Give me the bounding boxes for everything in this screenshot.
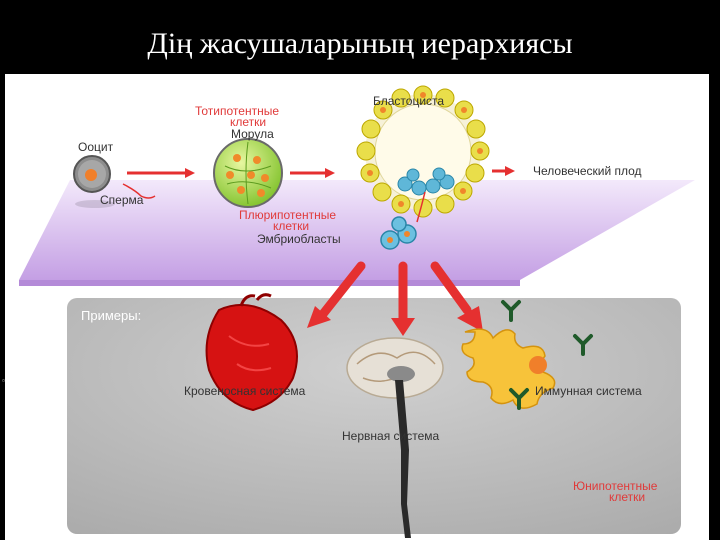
antibody-icon [501,300,593,410]
label-cardiovascular: Кровеносная система [184,384,306,398]
label-pluripotent-2: клетки [273,219,310,233]
blastocyst-icon [356,85,490,218]
embryoblast-icon [380,216,417,250]
label-oocyte: Ооцит [78,140,114,154]
label-morula: Морула [231,127,274,141]
label-human-fetus: Человеческий плод [533,164,642,178]
label-totipotent-1: Тотипотентные [195,104,279,118]
slide-title: Дің жасушаларының иерархиясы [147,27,573,60]
label-nervous: Нервная система [342,429,440,443]
development-platform [19,180,695,280]
brain-icon [346,337,444,399]
edge-marker: ▫ [2,376,5,385]
platform-edge [19,280,520,286]
diagram-graphics [19,85,695,538]
development-arrows [127,166,515,178]
label-unipotent-1: Юнипотентные [573,479,658,493]
heart-icon [205,293,298,412]
diagram-panel: Ооцит Сперма Тотипотентные клетки Морула… [5,74,709,540]
spinal-cord [395,380,411,538]
differentiation-arrows [307,261,483,336]
label-pluripotent-1: Плюрипотентные [239,208,336,222]
label-blastocyst: Бластоциста [373,94,445,108]
immune-cell-icon [461,328,556,409]
morula-icon [213,138,283,208]
sperm-icon [122,183,156,199]
label-unipotent-2: клетки [609,490,646,504]
oocyte-icon [73,155,115,208]
label-totipotent-2: клетки [230,115,267,129]
examples-panel [67,298,681,534]
label-sperm: Сперма [100,193,144,207]
pluripotent-pointer [416,191,426,223]
label-examples: Примеры: [81,308,142,323]
label-embryoblasts: Эмбриобласты [257,232,341,246]
label-immune: Иммунная система [535,384,642,398]
